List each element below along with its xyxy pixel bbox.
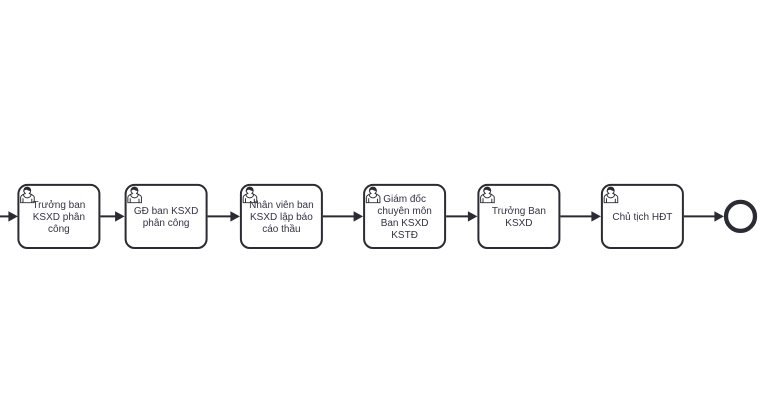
- svg-text:KSXD: KSXD: [505, 218, 532, 229]
- svg-text:KSXD lập báo: KSXD lập báo: [250, 212, 313, 223]
- svg-text:chuyên môn: chuyên môn: [377, 206, 431, 217]
- svg-text:KSTĐ: KSTĐ: [391, 230, 418, 241]
- svg-text:công: công: [48, 224, 70, 235]
- svg-text:Chủ tịch HĐT: Chủ tịch HĐT: [612, 211, 672, 223]
- svg-text:Ban KSXD: Ban KSXD: [381, 218, 429, 229]
- svg-text:GĐ ban KSXD: GĐ ban KSXD: [134, 206, 198, 217]
- svg-text:cáo thầu: cáo thầu: [262, 223, 300, 235]
- svg-text:Trưởng ban: Trưởng ban: [32, 199, 85, 211]
- svg-text:phân công: phân công: [143, 218, 190, 229]
- svg-text:Giám đốc: Giám đốc: [383, 193, 426, 205]
- svg-text:KSXD phân: KSXD phân: [33, 212, 85, 223]
- svg-text:Trưởng Ban: Trưởng Ban: [492, 205, 546, 217]
- svg-text:Nhân viên ban: Nhân viên ban: [249, 200, 314, 211]
